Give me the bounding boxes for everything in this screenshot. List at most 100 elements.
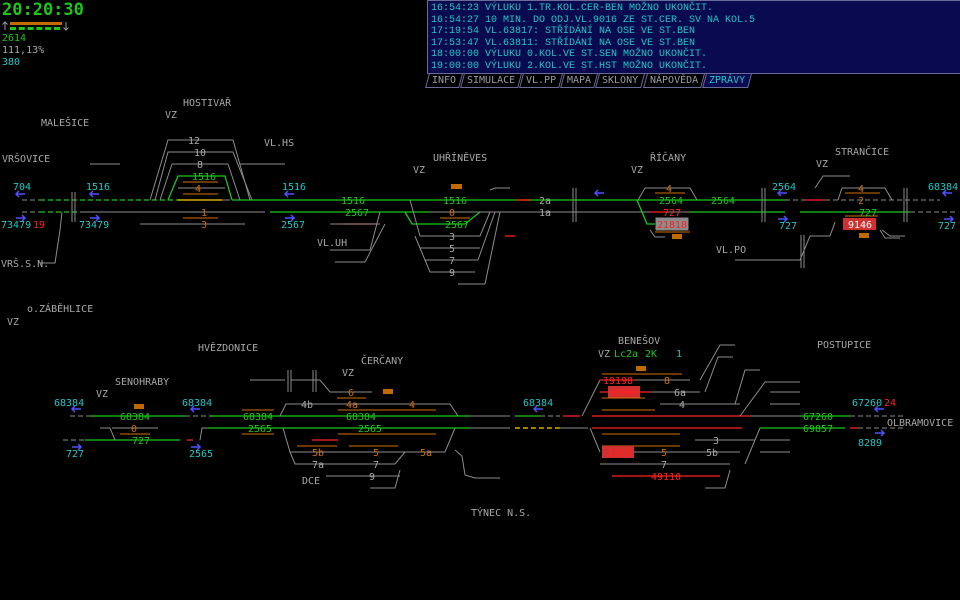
- closure-markers: [134, 184, 869, 409]
- track-label[interactable]: 4: [666, 184, 672, 195]
- track-label[interactable]: 5: [449, 244, 455, 255]
- track-label[interactable]: 49110: [651, 472, 681, 483]
- track-label[interactable]: 4: [195, 184, 201, 195]
- track-label[interactable]: 6: [348, 388, 354, 399]
- track-label[interactable]: 68384: [243, 412, 273, 423]
- track-label[interactable]: 727: [859, 208, 877, 219]
- track-label[interactable]: 69857: [803, 424, 833, 435]
- track-label[interactable]: 3: [201, 220, 207, 231]
- train-number[interactable]: 68384: [928, 182, 958, 193]
- train-number[interactable]: 8289: [858, 438, 882, 449]
- track-label[interactable]: 2: [858, 196, 864, 207]
- train-number[interactable]: 67260: [852, 398, 882, 409]
- track-label[interactable]: 67260: [803, 412, 833, 423]
- train-number[interactable]: 727: [779, 221, 797, 232]
- speed-up-icon[interactable]: [2, 21, 8, 31]
- station-tynec: TÝNEC N.S.: [471, 506, 531, 519]
- train-number[interactable]: 73479: [1, 220, 31, 231]
- message: 19:00:00 VÝLUKU 2.KOL.VE ST.HST MOŽNO UK…: [431, 60, 708, 72]
- track-label[interactable]: 5: [661, 448, 667, 459]
- train-number[interactable]: 2565: [189, 449, 213, 460]
- train-number[interactable]: 68384: [523, 398, 553, 409]
- track-label[interactable]: 4a: [346, 400, 358, 411]
- benesov-count: 1: [676, 349, 682, 360]
- track-label[interactable]: 5a: [420, 448, 432, 459]
- train-number[interactable]: 68384: [54, 398, 84, 409]
- track-label[interactable]: 1516: [443, 196, 467, 207]
- track-label[interactable]: 1a: [539, 208, 551, 219]
- message: 17:19:54 VL.63817: STŘÍDÁNÍ NA OSE VE ST…: [431, 26, 696, 37]
- track-label[interactable]: 8: [664, 376, 670, 387]
- train-number[interactable]: 704: [13, 182, 31, 193]
- track-label[interactable]: 68384: [120, 412, 150, 423]
- track-label[interactable]: 727: [132, 436, 150, 447]
- station-dce: DCE: [302, 476, 320, 487]
- track-label[interactable]: 0: [131, 424, 137, 435]
- track-label[interactable]: 3: [713, 436, 719, 447]
- message: 17:53:47 VL.63811: STŘÍDÁNÍ NA OSE VE ST…: [431, 37, 696, 49]
- track-label[interactable]: 1516: [192, 172, 216, 183]
- track-label[interactable]: 2564: [659, 196, 683, 207]
- track-label[interactable]: 2567: [345, 208, 369, 219]
- track-label[interactable]: 4: [679, 400, 685, 411]
- track-label[interactable]: 2565: [248, 424, 272, 435]
- station-vl-hs: VL.HS: [264, 138, 294, 149]
- train-number[interactable]: 73479: [79, 220, 109, 231]
- track-label[interactable]: 2a: [539, 196, 551, 207]
- train-number[interactable]: 1516: [86, 182, 110, 193]
- track-label[interactable]: 727: [663, 208, 681, 219]
- track-label[interactable]: 19198: [603, 376, 633, 387]
- track-label[interactable]: 5b: [312, 448, 324, 459]
- track-label[interactable]: 2567: [445, 220, 469, 231]
- occupied-train-box[interactable]: 9146: [848, 220, 872, 231]
- track-label[interactable]: 12: [188, 136, 200, 147]
- station-vrs-sn: VRŠ.S.N.: [1, 257, 49, 270]
- track-label[interactable]: 2565: [358, 424, 382, 435]
- track-label[interactable]: 7: [661, 460, 667, 471]
- track-label[interactable]: 5b: [706, 448, 718, 459]
- track-label[interactable]: 68384: [346, 412, 376, 423]
- occupied-train-box[interactable]: 1502: [607, 448, 631, 459]
- station-benesov: BENEŠOV: [618, 334, 660, 347]
- track-label[interactable]: 1: [201, 208, 207, 219]
- vz-label: VZ: [7, 317, 19, 328]
- vz-label: VZ: [631, 165, 643, 176]
- occupied-train-box[interactable]: 2566: [612, 388, 636, 399]
- track-label[interactable]: 4: [858, 184, 864, 195]
- speed-control[interactable]: [2, 21, 70, 32]
- train-number[interactable]: 68384: [182, 398, 212, 409]
- vz-label: VZ: [165, 110, 177, 121]
- train-number[interactable]: 727: [66, 449, 84, 460]
- direction-arrow-icons: [15, 189, 954, 451]
- train-number[interactable]: 2567: [281, 220, 305, 231]
- track-label[interactable]: 3: [449, 232, 455, 243]
- track-label[interactable]: 4: [409, 400, 415, 411]
- track-label[interactable]: 0: [449, 208, 455, 219]
- track-label[interactable]: 7: [449, 256, 455, 267]
- track-label[interactable]: 2564: [711, 196, 735, 207]
- train-number[interactable]: 2564: [772, 182, 796, 193]
- track-label[interactable]: 10: [194, 148, 206, 159]
- track-label[interactable]: 1516: [341, 196, 365, 207]
- train-number[interactable]: 1516: [282, 182, 306, 193]
- station-vrsovice: VRŠOVICE: [2, 152, 50, 165]
- track-label[interactable]: 7: [373, 460, 379, 471]
- vz-label: VZ: [598, 349, 610, 360]
- track-label[interactable]: 4b: [301, 400, 313, 411]
- speed-down-icon[interactable]: [63, 21, 69, 31]
- track-label[interactable]: 5: [373, 448, 379, 459]
- main-track-lines: [22, 139, 955, 489]
- vz-label: VZ: [413, 165, 425, 176]
- occupied-train-box[interactable]: 21818: [657, 220, 687, 231]
- track-label[interactable]: 8: [197, 160, 203, 171]
- message-panel: 16:54:23 VÝLUKU 1.TR.KOL.CER-BEN MOŽNO U…: [427, 0, 960, 74]
- station-zabehlice: o.ZÁBĚHLICE: [27, 302, 93, 315]
- track-label[interactable]: 9: [449, 268, 455, 279]
- track-label[interactable]: 6a: [674, 388, 686, 399]
- train-number[interactable]: 727: [938, 221, 956, 232]
- simulation-clock: 20:20:30: [2, 0, 84, 20]
- track-label[interactable]: 9: [369, 472, 375, 483]
- track-label[interactable]: 7a: [312, 460, 324, 471]
- station-vl-po: VL.PO: [716, 245, 746, 256]
